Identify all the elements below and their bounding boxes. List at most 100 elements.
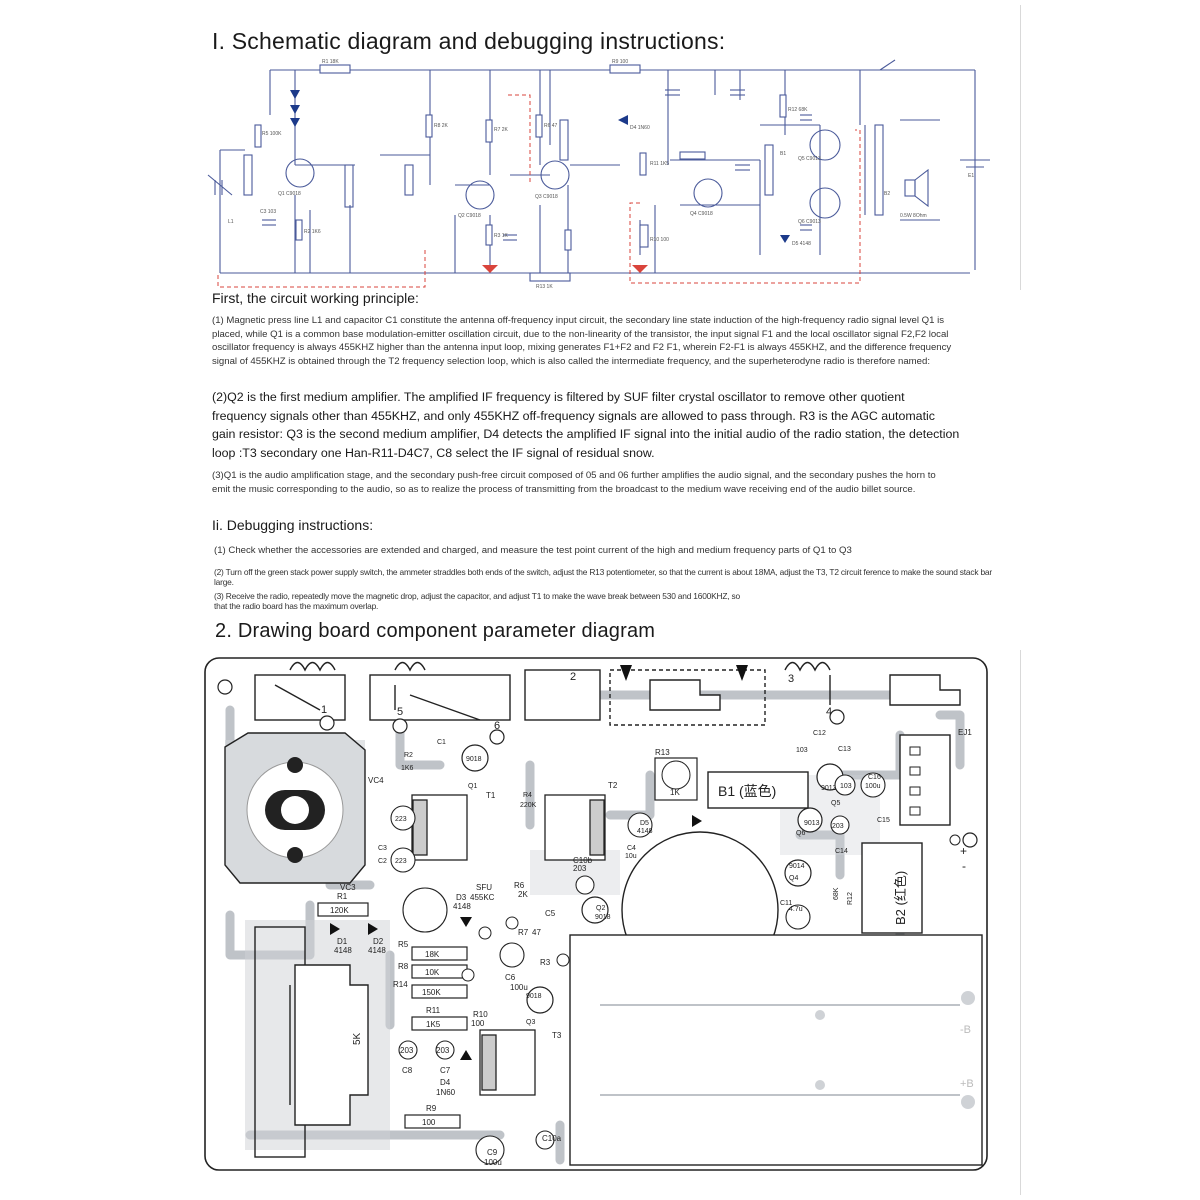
c5-label: C5 xyxy=(545,909,556,918)
schematic-label-speaker: 0.5W 8Ohm xyxy=(900,213,927,219)
d1-label: D1 xyxy=(337,937,348,946)
r4-value: 220K xyxy=(520,802,537,809)
d3-label: D3 xyxy=(456,893,467,902)
c8-label: C8 xyxy=(402,1066,413,1075)
c16-label: C16 xyxy=(868,774,881,781)
t1-label: T1 xyxy=(486,791,496,800)
r13-value: 1K xyxy=(670,788,680,797)
schematic-label-r5: R5 100K xyxy=(262,131,282,137)
test-point-3: 3 xyxy=(788,673,794,685)
batt-minus-label: -B xyxy=(960,1024,971,1036)
d4-value: 1N60 xyxy=(436,1088,456,1097)
sfu-value: 455KC xyxy=(470,893,495,902)
b2-transformer xyxy=(861,842,923,934)
vc3-label: VC3 xyxy=(340,883,356,892)
ej1-label: EJ1 xyxy=(958,728,972,737)
c13-label: C13 xyxy=(838,746,851,753)
d3-value: 4148 xyxy=(453,902,471,911)
d1-value: 4148 xyxy=(334,946,352,955)
c9-value: 100u xyxy=(484,1158,502,1167)
q5-type: 9013 xyxy=(821,785,837,792)
c10a-label: C10a xyxy=(542,1134,562,1143)
q3-type: 9018 xyxy=(526,993,542,1000)
test-point-6: 6 xyxy=(494,720,500,732)
debugging-step-3: (3) Receive the radio, repeatedly move t… xyxy=(214,591,740,611)
schematic-label-q2: Q2 C9018 xyxy=(458,213,481,219)
schematic-diagram: R1 18K R9 100 R13 1K R5 100K R8 2K R7 2K… xyxy=(207,59,990,290)
c12-label: C12 xyxy=(813,730,826,737)
c6-value: 100u xyxy=(510,983,528,992)
schematic-label-d4: D4 1N60 xyxy=(630,125,650,131)
q4-label: Q4 xyxy=(789,875,798,882)
r11-label: R11 xyxy=(426,1006,441,1015)
schematic-label-r11: R11 1K5 xyxy=(650,161,669,167)
battery-contact-plus xyxy=(961,1095,975,1109)
r12-value: 68K xyxy=(833,887,840,900)
battery-contact-minus xyxy=(961,991,975,1005)
schematic-label-r12: R12 68K xyxy=(788,107,808,113)
r4-label: R4 xyxy=(523,792,532,799)
c3-value: 223 xyxy=(395,816,407,823)
principle-paragraph-1: (1) Magnetic press line L1 and capacitor… xyxy=(212,315,952,367)
q5-label: Q5 xyxy=(831,800,840,807)
principle-paragraph-3: (3)Q1 is the audio amplification stage, … xyxy=(212,470,936,495)
schematic-label-r6: R6 47 xyxy=(544,123,558,129)
r8-label: R8 xyxy=(398,962,409,971)
r12-label: R12 xyxy=(847,892,854,905)
c14-label: C14 xyxy=(835,848,848,855)
schematic-label-r8: R8 2K xyxy=(434,123,449,129)
b1-transformer xyxy=(707,771,809,809)
schematic-label-r2: R2 1K6 xyxy=(304,229,321,235)
earphone-jack xyxy=(899,734,951,826)
c14-value: 203 xyxy=(832,823,844,830)
q6-type: 9013 xyxy=(804,820,820,827)
pcb-board-diagram: 1 2 3 4 5 6 VC4 VC3 T1 T2 T3 -B + xyxy=(204,657,988,1171)
r14-value: 150K xyxy=(422,988,441,997)
section1-title: I. Schematic diagram and debugging instr… xyxy=(212,28,726,54)
q3-label: Q3 xyxy=(526,1019,535,1026)
q6-label: Q6 xyxy=(796,830,805,837)
r9-label: R9 xyxy=(426,1104,437,1113)
r11-value: 1K5 xyxy=(426,1020,441,1029)
c11-label: C11 xyxy=(780,900,792,907)
debugging-step-2: (2) Turn off the green stack power suppl… xyxy=(214,567,992,587)
schematic-label-r7: R7 2K xyxy=(494,127,509,133)
schematic-label-r1: R1 18K xyxy=(322,59,339,65)
schematic-label-e1: E1 xyxy=(968,173,974,179)
test-point-2: 2 xyxy=(570,671,576,683)
debugging-heading: Ii. Debugging instructions: xyxy=(212,517,374,533)
page-edge-bottom xyxy=(1020,650,1021,1195)
c16-value: 100u xyxy=(865,783,881,790)
batt-plus-label: +B xyxy=(960,1078,974,1090)
schematic-label-b2: B2 xyxy=(884,191,890,197)
c6-label: C6 xyxy=(505,973,516,982)
r3-label: R3 xyxy=(540,958,551,967)
c12-value: 103 xyxy=(796,747,808,754)
schematic-label-r9: R9 100 xyxy=(612,59,628,65)
test-point-1: 1 xyxy=(321,704,327,716)
d4-label: D4 xyxy=(440,1078,451,1087)
q2-label: Q2 xyxy=(596,905,605,912)
r10-label: R10 xyxy=(473,1010,488,1019)
schematic-label-b1: B1 xyxy=(780,151,786,157)
b1-label: B1 (蓝色) xyxy=(718,783,776,799)
r14-label: R14 xyxy=(393,980,408,989)
r2-label: R2 xyxy=(404,752,413,759)
d2-value: 4148 xyxy=(368,946,386,955)
r7-label: R7 xyxy=(518,928,529,937)
c15-label: C15 xyxy=(877,817,890,824)
r7-value: 47 xyxy=(532,928,541,937)
battery-compartment xyxy=(569,934,983,1166)
c2-label: C2 xyxy=(378,858,387,865)
volume-potentiometer xyxy=(254,926,369,1158)
minus-sign: - xyxy=(962,859,966,873)
schematic-label-r3: R3 1K xyxy=(494,233,509,239)
r9-value: 100 xyxy=(422,1118,436,1127)
principle-heading: First, the circuit working principle: xyxy=(212,290,419,306)
r1-label: R1 xyxy=(337,892,348,901)
potentiometer-label: 5K xyxy=(352,1032,363,1045)
t3-label: T3 xyxy=(552,1031,562,1040)
c13-value: 103 xyxy=(840,783,852,790)
r8-value: 10K xyxy=(425,968,440,977)
r1-value: 120K xyxy=(330,906,349,915)
